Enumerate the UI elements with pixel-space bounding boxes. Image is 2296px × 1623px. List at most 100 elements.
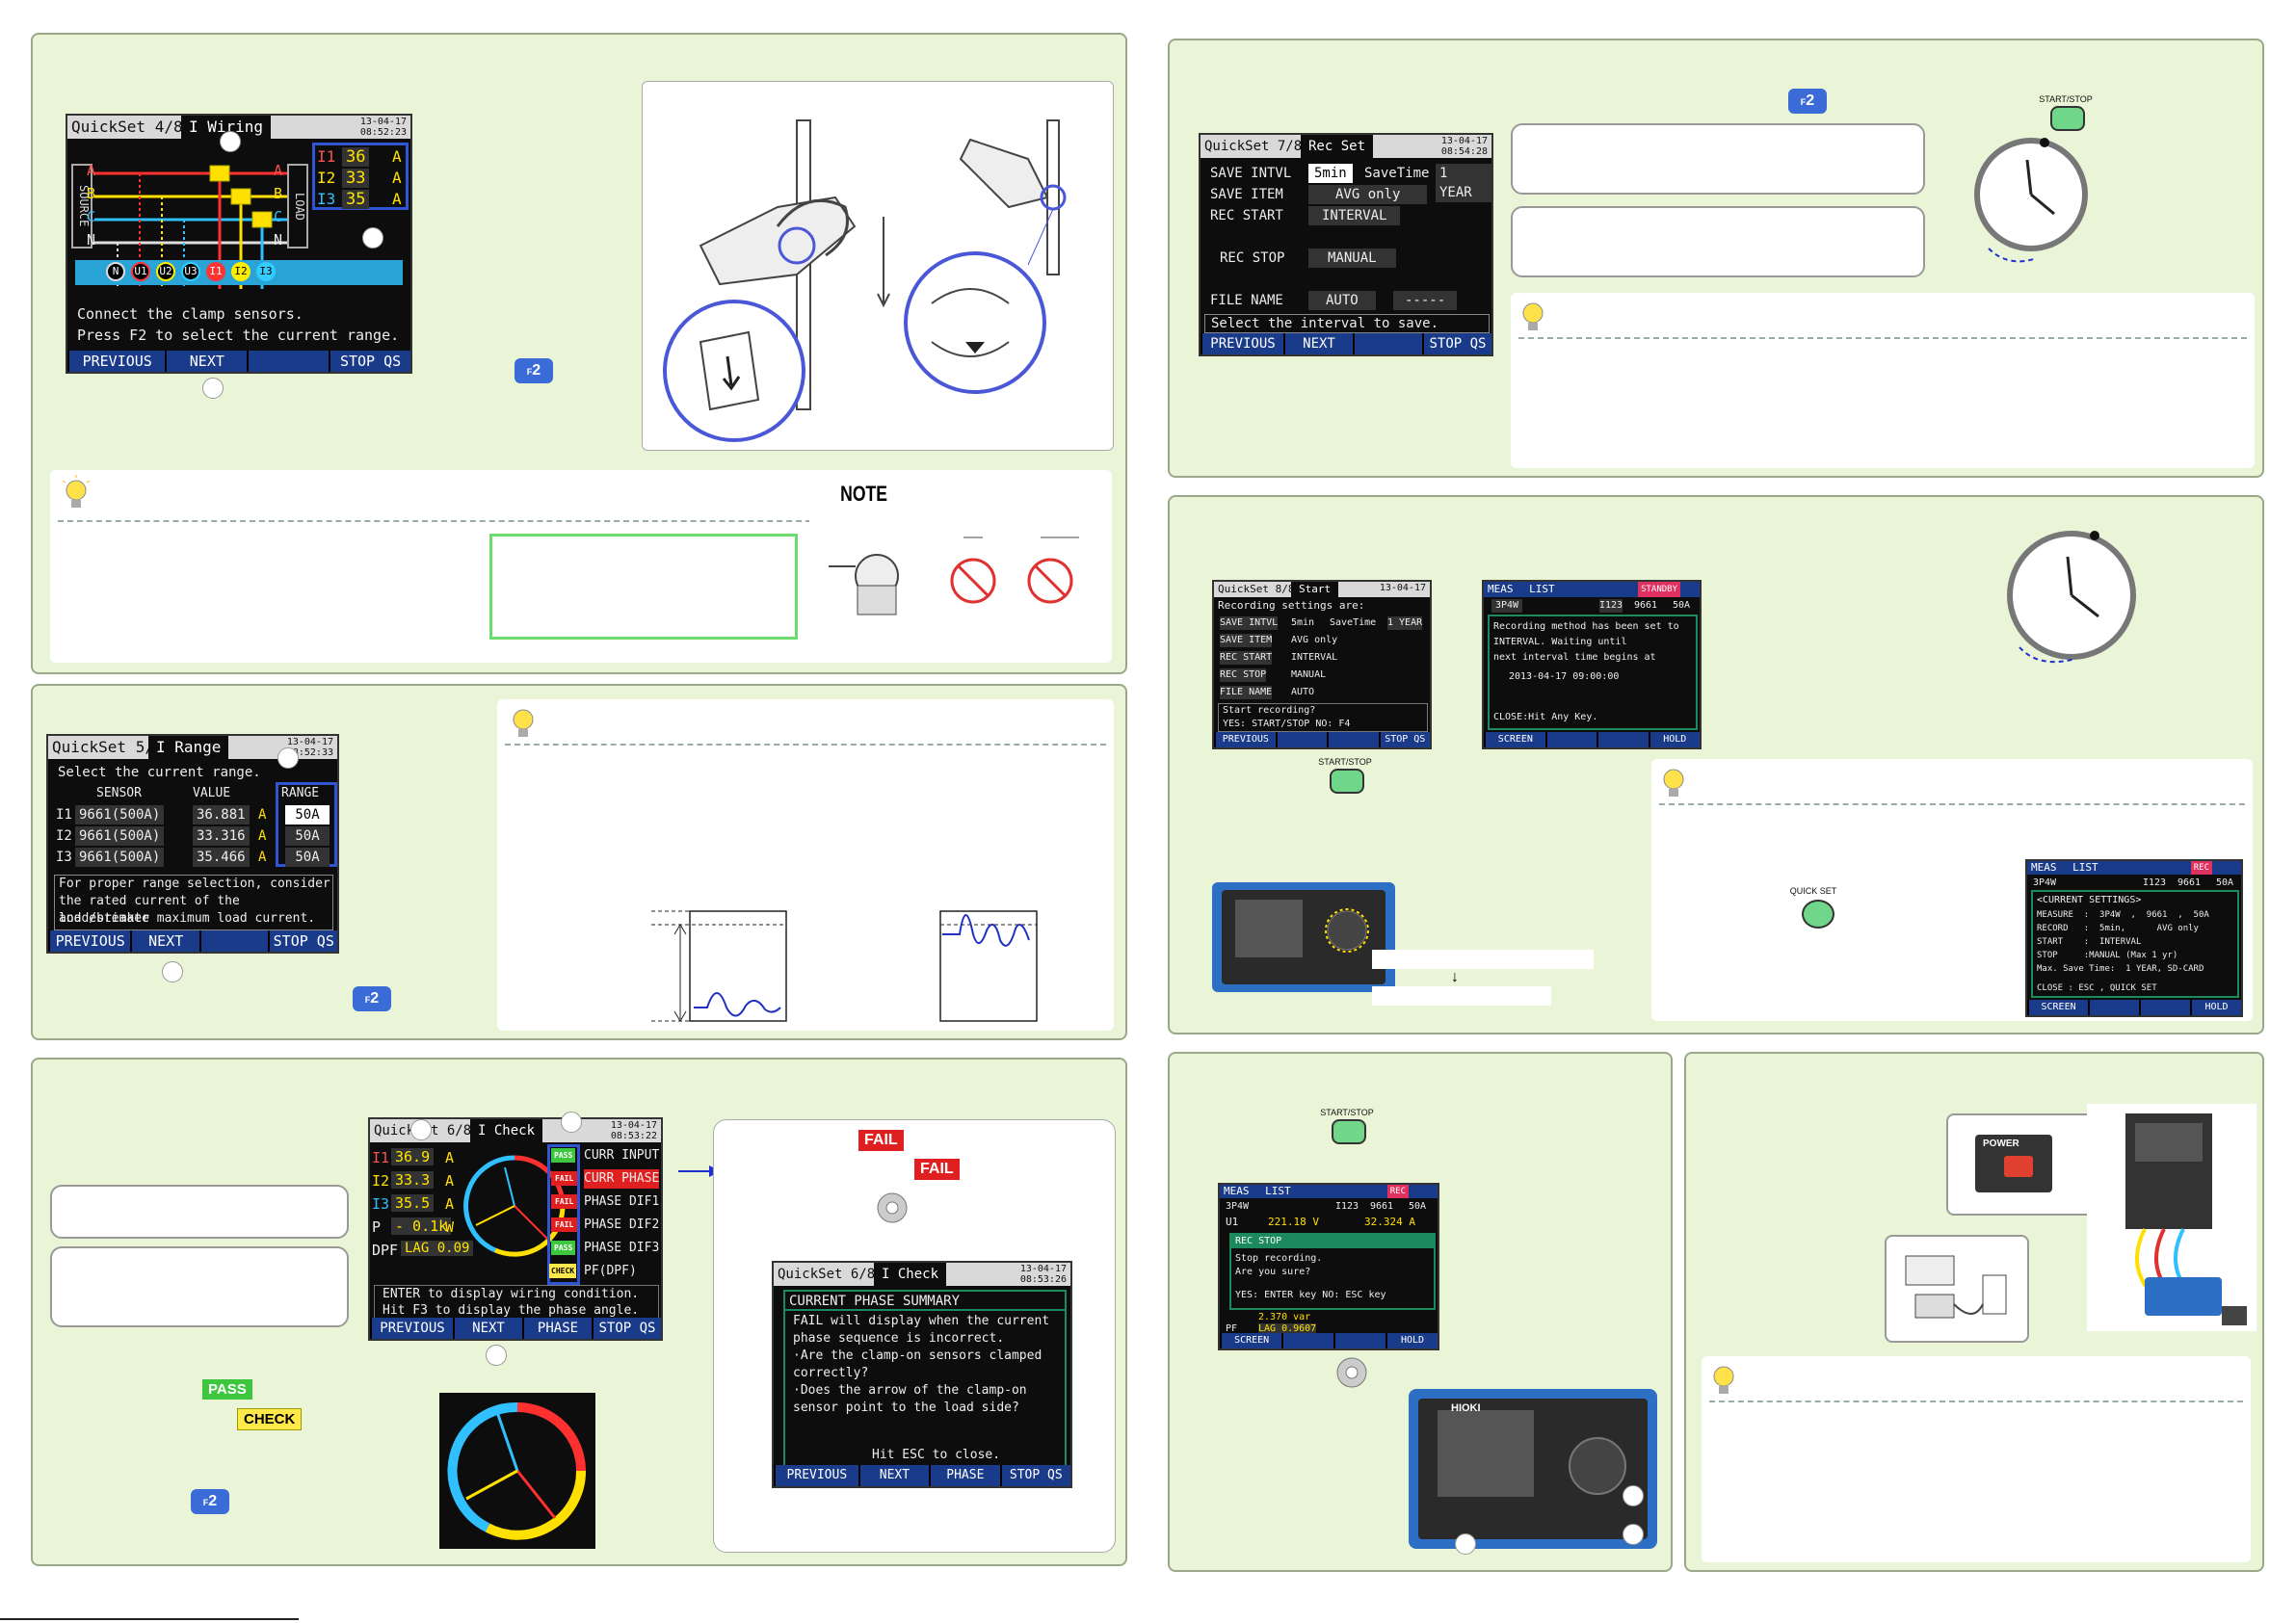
clamp-illustration: [642, 81, 1114, 451]
save-item-select[interactable]: AVG only: [1308, 185, 1428, 204]
start-answer: YES: START/STOP NO: F4: [1223, 719, 1351, 729]
down-arrow-icon: ↓: [1451, 969, 1459, 985]
note-label: NOTE: [840, 482, 888, 506]
rec-start-select[interactable]: INTERVAL: [1308, 206, 1401, 225]
current-readout: I1 36 A I2 33 A I3 35 A: [312, 143, 409, 210]
row-range[interactable]: 50A: [285, 848, 330, 867]
footer-previous[interactable]: PREVIOUS: [48, 930, 130, 952]
footer-next[interactable]: NEXT: [858, 1465, 929, 1486]
footer-blank[interactable]: [1544, 732, 1597, 747]
check-i3-value: 35.5: [391, 1194, 435, 1212]
footer-blank[interactable]: [198, 930, 269, 952]
screen-title: QuickSet 4/8: [71, 118, 183, 136]
row-channel: I3: [56, 850, 72, 865]
footer-hold[interactable]: HOLD: [1386, 1333, 1438, 1348]
status-badge: PASS: [551, 1241, 576, 1255]
tab-meas[interactable]: MEAS: [1488, 583, 1514, 595]
terminal-u3: U3: [181, 262, 200, 281]
quick-set-button[interactable]: [1802, 900, 1834, 929]
lightbulb-icon: [1522, 302, 1544, 330]
footer-previous[interactable]: PREVIOUS: [67, 351, 165, 372]
footer-blank[interactable]: [1327, 732, 1378, 747]
f2-key-icon: FF22: [515, 358, 553, 383]
row-value: 36.881: [193, 805, 250, 825]
footer-blank[interactable]: [1333, 1333, 1386, 1348]
callout-bubble: POWER: [1946, 1113, 2100, 1216]
footer-screen[interactable]: SCREEN: [1220, 1333, 1281, 1348]
start-stop-button[interactable]: [1332, 1119, 1366, 1144]
footer-stop-qs[interactable]: STOP QS: [1422, 333, 1491, 354]
file-name-select[interactable]: AUTO: [1308, 291, 1376, 310]
start-stop-button[interactable]: [1330, 769, 1364, 794]
ac-adapter-illustration: [1905, 1255, 2007, 1319]
footer-stop-qs[interactable]: STOP QS: [1378, 732, 1430, 747]
callout-marker: [1623, 1485, 1644, 1506]
tab-meas[interactable]: MEAS: [2031, 861, 2057, 874]
footer-hold[interactable]: HOLD: [2190, 1000, 2241, 1015]
summary-row-label: REC START: [1220, 651, 1273, 665]
footer-previous[interactable]: PREVIOUS: [1201, 333, 1283, 354]
footer-blank[interactable]: [247, 351, 329, 372]
lightbulb-icon: [1713, 1366, 1734, 1394]
save-intvl-select[interactable]: 5min: [1308, 164, 1353, 183]
clock-time: 08:52:33: [286, 747, 333, 758]
footer-blank[interactable]: [1353, 333, 1422, 354]
rec-stop-select[interactable]: MANUAL: [1308, 249, 1396, 268]
footer-blank[interactable]: [2139, 1000, 2190, 1015]
footer-next[interactable]: NEXT: [165, 351, 247, 372]
lightbulb-icon: [1663, 769, 1684, 797]
footer-stop-qs[interactable]: STOP QS: [999, 1465, 1070, 1486]
check-i1-label: I1: [372, 1149, 390, 1166]
callout-bubble: [50, 1185, 349, 1239]
footer-next[interactable]: NEXT: [453, 1318, 522, 1339]
standby-next-time: 2013-04-17 09:00:00: [1509, 671, 1620, 682]
footer-phase[interactable]: PHASE: [929, 1465, 999, 1486]
save-time-value[interactable]: 1 YEAR: [1436, 164, 1491, 202]
rec-badge: REC: [1386, 1185, 1409, 1198]
terminal-i1: I1: [206, 262, 225, 281]
tab-meas[interactable]: MEAS: [1224, 1185, 1250, 1197]
footer-stop-qs[interactable]: STOP QS: [329, 351, 410, 372]
check-message-1: ENTER to display wiring condition.: [383, 1287, 640, 1301]
i3-value: 35: [342, 190, 370, 209]
footer-blank[interactable]: [1275, 732, 1327, 747]
footer-stop-qs[interactable]: STOP QS: [592, 1318, 661, 1339]
tab-list[interactable]: LIST: [1265, 1185, 1291, 1197]
tab-list[interactable]: LIST: [1529, 583, 1555, 595]
start-stop-button[interactable]: [2050, 106, 2085, 131]
footer-previous[interactable]: PREVIOUS: [370, 1318, 453, 1339]
footer-next[interactable]: NEXT: [130, 930, 199, 952]
check-item-label: CURR PHASE: [584, 1169, 660, 1189]
row-range[interactable]: 50A: [285, 805, 330, 825]
footer-previous[interactable]: PREVIOUS: [1214, 732, 1276, 747]
row-range[interactable]: 50A: [285, 826, 330, 846]
screen-message-2: Press F2 to select the current range.: [77, 327, 400, 344]
check-list-highlight: [547, 1144, 580, 1285]
phase-a-label: A: [87, 162, 96, 179]
footer-stop-qs[interactable]: STOP QS: [268, 930, 337, 952]
footer-phase[interactable]: PHASE: [522, 1318, 592, 1339]
footer-screen[interactable]: SCREEN: [1484, 732, 1545, 747]
footer-blank[interactable]: [1597, 732, 1648, 747]
footer-blank[interactable]: [1281, 1333, 1333, 1348]
footer-hold[interactable]: HOLD: [1648, 732, 1700, 747]
screen-footer: PREVIOUS NEXT PHASE STOP QS: [774, 1465, 1070, 1486]
power-switch[interactable]: [2004, 1156, 2033, 1177]
footer-blank[interactable]: [2088, 1000, 2139, 1015]
callout-marker: [202, 378, 224, 399]
footer-previous[interactable]: PREVIOUS: [774, 1465, 858, 1486]
tab-list[interactable]: LIST: [2072, 861, 2098, 874]
stop-dialog-line: Stop recording.: [1235, 1253, 1323, 1264]
footer-screen[interactable]: SCREEN: [2027, 1000, 2088, 1015]
summary-dialog: CURRENT PHASE SUMMARY FAIL will display …: [783, 1290, 1067, 1467]
row-unit: A: [258, 828, 267, 844]
summary-row-value: MANUAL: [1291, 669, 1327, 680]
file-name-field[interactable]: -----: [1393, 291, 1458, 310]
summary-row-extra: 1 YEAR: [1387, 616, 1423, 630]
footer-next[interactable]: NEXT: [1283, 333, 1353, 354]
range-sensor: 9661: [1370, 1201, 1394, 1212]
range-value: 50A: [1673, 600, 1691, 611]
